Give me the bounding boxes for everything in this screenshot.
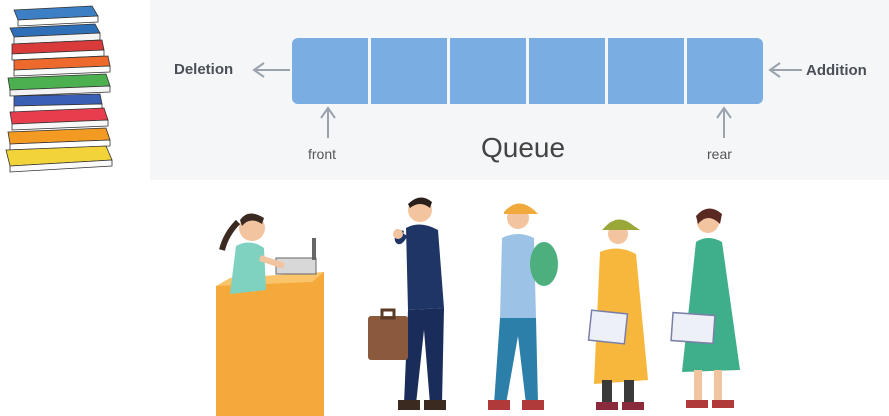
receptionist xyxy=(219,213,285,294)
queue-arrows xyxy=(252,62,802,138)
businessman xyxy=(368,197,446,410)
rear-label: rear xyxy=(707,146,732,162)
queue-slot xyxy=(529,38,605,104)
queue-slot xyxy=(292,38,368,104)
queue-title: Queue xyxy=(481,132,566,163)
deletion-label: Deletion xyxy=(174,61,234,78)
queue-slot xyxy=(608,38,684,104)
counter xyxy=(216,238,324,416)
queue-slot xyxy=(371,38,447,104)
hiker xyxy=(488,203,558,410)
queue-people-illustration xyxy=(216,197,740,416)
queue-slot xyxy=(687,38,763,104)
addition-label: Addition xyxy=(806,62,867,79)
woman-green-dress xyxy=(670,208,740,408)
child-raincoat xyxy=(587,219,648,410)
front-label: front xyxy=(308,146,337,162)
queue-diagram: Deletion Addition front rear Queue xyxy=(150,0,889,180)
queue-slot xyxy=(450,38,526,104)
book-stack-icon xyxy=(5,5,113,173)
